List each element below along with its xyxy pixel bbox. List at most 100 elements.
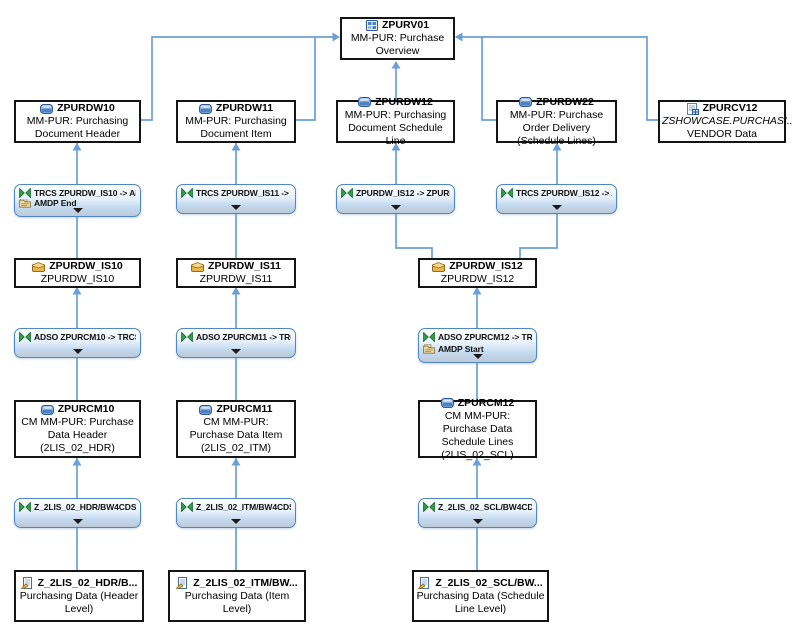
adso-icon bbox=[40, 404, 54, 415]
node-title-row: ZPURDW_IS10 bbox=[32, 260, 123, 273]
node-description: ZPURDW_IS12 bbox=[440, 273, 515, 285]
node-description: Purchasing Data (Schedule Line Level) bbox=[416, 589, 545, 615]
node-title-row: ZPURCM10 bbox=[40, 403, 115, 416]
connection-arrow bbox=[72, 143, 82, 151]
connection-arrow bbox=[72, 458, 82, 466]
transformation-row: TRCS ZPURDW_IS12 -> ADSO... bbox=[501, 188, 612, 199]
adso-icon bbox=[358, 97, 372, 107]
connection-arrow bbox=[231, 458, 241, 466]
transformation-row: AMDP Start bbox=[423, 344, 532, 355]
trcs-icon bbox=[19, 188, 31, 198]
transformation-label: ADSO ZPURCM12 -> TRCS ZP... bbox=[438, 332, 532, 342]
node-description: CM MM-PUR: Purchase Data Header (2LIS_02… bbox=[21, 416, 134, 454]
connection-arrow bbox=[455, 32, 463, 42]
transformation-label: TRCS ZPURDW_IS12 -> ADSO... bbox=[516, 188, 612, 198]
node-description: ZSHOWCASE.PURCHASI... bbox=[662, 115, 793, 127]
transformation-row: ADSO ZPURCM10 -> TRCS ZP... bbox=[19, 332, 136, 343]
adso-icon bbox=[40, 103, 54, 114]
node-description: ZPURDW_IS10 bbox=[40, 273, 115, 285]
node-description: VENDOR Data bbox=[686, 128, 758, 140]
node-description: MM-PUR: Purchasing Document Item bbox=[185, 115, 287, 140]
transformation-z-2lis-02-hdr-bw4cds[interactable]: Z_2LIS_02_HDR/BW4CDS -> Z... bbox=[14, 498, 141, 528]
transformation-row: Z_2LIS_02_ITM/BW4CDS -> Z... bbox=[181, 502, 291, 513]
node-ds-2lis-02-hdr[interactable]: Z_2LIS_02_HDR/B...Purchasing Data (Heade… bbox=[14, 570, 144, 622]
transformation-label: AMDP End bbox=[34, 198, 77, 209]
node-title-row: ZPURDW12 bbox=[358, 96, 433, 109]
adso-icon bbox=[519, 97, 533, 107]
trcs-icon bbox=[181, 188, 193, 199]
transformation-adso-zpurcm12-trcs[interactable]: ADSO ZPURCM12 -> TRCS ZP... AMDP Start bbox=[418, 328, 537, 363]
expand-arrow-icon[interactable] bbox=[551, 205, 562, 210]
node-ds-2lis-02-scl[interactable]: Z_2LIS_02_SCL/BW...Purchasing Data (Sche… bbox=[412, 570, 549, 622]
amdp-icon bbox=[423, 344, 435, 354]
expand-arrow-icon[interactable] bbox=[231, 349, 241, 354]
transformation-label: TRCS ZPURDW_IS10 -> ADSO... bbox=[34, 188, 136, 198]
transformation-row: TRCS ZPURDW_IS10 -> ADSO... bbox=[19, 188, 136, 198]
transformation-z-2lis-02-itm-bw4cds[interactable]: Z_2LIS_02_ITM/BW4CDS -> Z... bbox=[176, 498, 296, 528]
node-description: ZPURDW_IS11 bbox=[199, 273, 273, 285]
transformation-trcs-zpurdw-is10-adso[interactable]: TRCS ZPURDW_IS10 -> ADSO...AMDP End bbox=[14, 184, 141, 217]
adso-icon bbox=[198, 103, 212, 114]
expand-arrow-icon[interactable] bbox=[72, 208, 83, 213]
expand-arrow-icon[interactable] bbox=[472, 354, 483, 359]
node-description: CM MM-PUR: Purchase Data Item (2LIS_02_I… bbox=[189, 416, 283, 454]
expand-arrow-icon[interactable] bbox=[390, 205, 401, 210]
node-title: Z_2LIS_02_HDR/B... bbox=[37, 576, 138, 589]
transformation-z-2lis-02-scl-bw4cds[interactable]: Z_2LIS_02_SCL/BW4CDS -> Z... bbox=[418, 498, 537, 528]
cds-view-icon bbox=[686, 102, 699, 115]
node-title: Z_2LIS_02_ITM/BW... bbox=[193, 576, 298, 589]
expand-arrow-icon[interactable] bbox=[472, 519, 483, 524]
expand-arrow-icon[interactable] bbox=[231, 205, 241, 210]
node-ds-2lis-02-itm[interactable]: Z_2LIS_02_ITM/BW...Purchasing Data (Item… bbox=[168, 570, 306, 622]
transformation-adso-zpurcm10-trcs[interactable]: ADSO ZPURCM10 -> TRCS ZP... bbox=[14, 328, 141, 358]
expand-arrow-icon[interactable] bbox=[72, 349, 83, 354]
transformation-zpurdw-is12-to-zpurdw12[interactable]: ZPURDW_IS12 -> ZPURDW12 bbox=[336, 184, 455, 214]
expand-arrow-icon[interactable] bbox=[231, 519, 241, 524]
transformation-trcs-zpurdw-is12-adso[interactable]: TRCS ZPURDW_IS12 -> ADSO... bbox=[496, 184, 617, 214]
datasource-icon bbox=[176, 577, 189, 589]
transformation-row: ADSO ZPURCM11 -> TRCS ZP... bbox=[181, 332, 291, 343]
node-title: ZPURDW_IS11 bbox=[208, 260, 281, 272]
infosource-icon bbox=[432, 261, 446, 272]
node-description: CM MM-PUR: Purchase Data Schedule Lines … bbox=[441, 409, 514, 461]
node-title: ZPURV01 bbox=[381, 19, 430, 31]
connection-arrow bbox=[231, 143, 241, 151]
transformation-label: ZPURDW_IS12 -> ZPURDW12 bbox=[356, 188, 450, 198]
node-title-row: ZPURCM12 bbox=[440, 397, 514, 410]
transformation-trcs-zpurdw-is11-adso[interactable]: TRCS ZPURDW_IS11 -> ADSO... bbox=[176, 184, 296, 214]
trcs-icon bbox=[341, 188, 353, 199]
node-title-row: Z_2LIS_02_HDR/B... bbox=[20, 576, 138, 590]
node-title-row: ZPURDW22 bbox=[519, 96, 594, 109]
node-title: ZPURCM11 bbox=[216, 403, 273, 415]
node-title: ZPURDW_IS10 bbox=[49, 260, 123, 272]
node-title: ZPURCV12 bbox=[702, 102, 758, 114]
connection-arrow bbox=[472, 458, 482, 466]
node-title-row: ZPURDW_IS12 bbox=[432, 260, 523, 273]
transformation-label: Z_2LIS_02_HDR/BW4CDS -> Z... bbox=[34, 502, 136, 512]
adso-icon bbox=[199, 404, 213, 415]
node-description: MM-PUR: Purchasing Document Header bbox=[26, 115, 129, 140]
node-title: ZPURCM10 bbox=[57, 403, 115, 415]
trcs-icon bbox=[501, 188, 513, 199]
datasource-icon bbox=[20, 577, 34, 589]
expand-arrow-icon[interactable] bbox=[72, 519, 83, 524]
datasource-icon bbox=[418, 577, 431, 589]
node-title-row: Z_2LIS_02_ITM/BW... bbox=[176, 576, 298, 590]
node-title: ZPURDW10 bbox=[57, 102, 115, 114]
transformation-adso-zpurcm11-trcs[interactable]: ADSO ZPURCM11 -> TRCS ZP... bbox=[176, 328, 296, 358]
infosource-icon bbox=[191, 261, 205, 272]
node-title-row: ZPURDW_IS11 bbox=[191, 260, 281, 273]
trcs-icon bbox=[181, 502, 193, 513]
